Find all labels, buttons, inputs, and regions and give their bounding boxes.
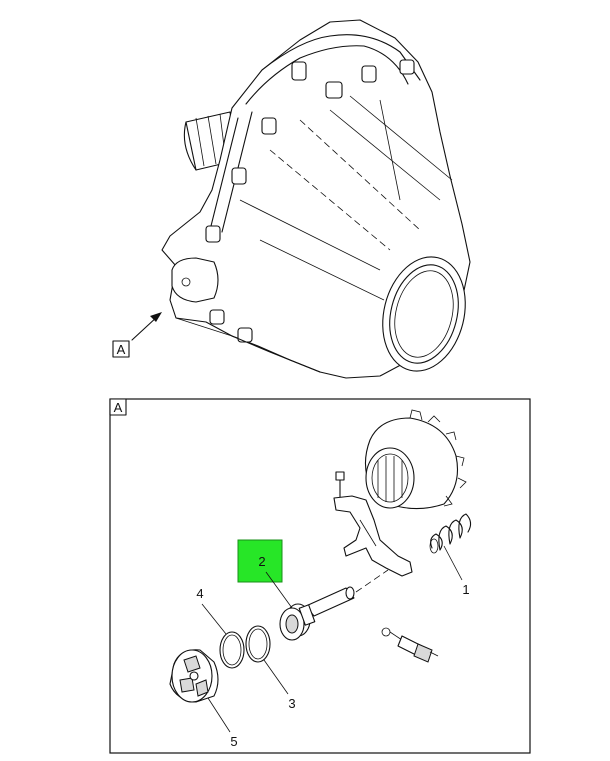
- gear-hub-drawing: [364, 409, 467, 510]
- spring-part-1: [429, 513, 472, 554]
- piston-shaft-part-2: [279, 569, 389, 641]
- view-arrow-a: A: [112, 312, 162, 358]
- detail-frame-label: A: [114, 400, 123, 415]
- callout-2-number: 2: [258, 554, 265, 569]
- callout-2[interactable]: 2: [237, 539, 293, 609]
- callout-1-number: 1: [462, 582, 469, 597]
- callout-2-highlight-box: [237, 539, 283, 583]
- callout-3-number: 3: [288, 696, 295, 711]
- callout-4-number: 4: [196, 586, 203, 601]
- sealing-ring-part-3: [245, 625, 271, 663]
- piston-cover-part-5: [169, 649, 219, 703]
- detail-view-frame: A: [109, 398, 531, 754]
- sealing-ring-part-4: [219, 631, 245, 669]
- shift-fork-drawing: [333, 471, 413, 577]
- transmission-housing-drawing: [161, 19, 471, 379]
- view-arrow-label: A: [117, 342, 126, 357]
- callout-1[interactable]: 1: [443, 545, 470, 597]
- callout-5-number: 5: [230, 734, 237, 749]
- callout-3[interactable]: 3: [263, 659, 296, 711]
- callout-5[interactable]: 5: [207, 697, 238, 749]
- callout-4[interactable]: 4: [196, 586, 227, 635]
- pressure-switch-drawing: [381, 627, 439, 663]
